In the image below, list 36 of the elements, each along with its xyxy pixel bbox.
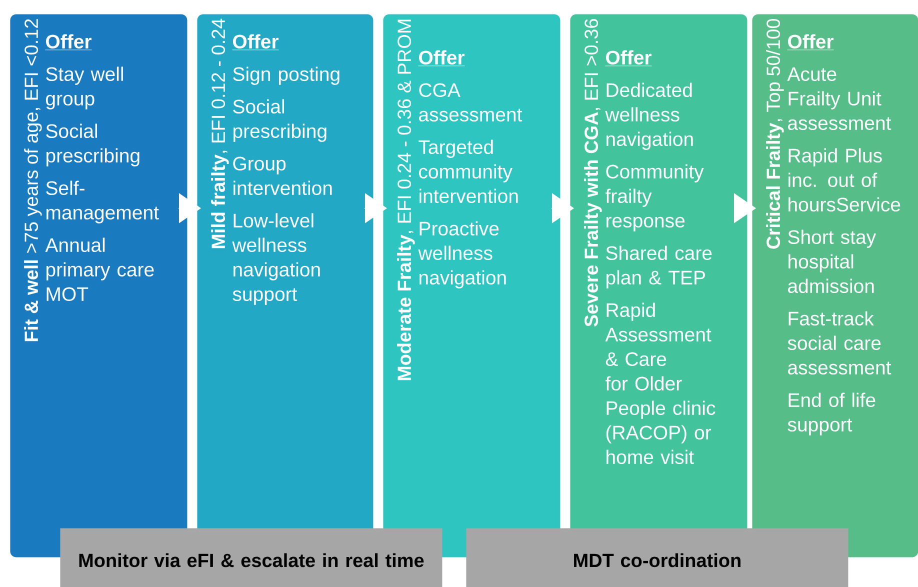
arrow	[551, 193, 574, 224]
arrow	[734, 193, 756, 224]
offer-item: Acute Frailty Unit assessment	[787, 67, 892, 130]
stage-title: Severe Frailty with CGA, EFI >0.36	[584, 19, 602, 327]
offer-heading: Offer	[418, 50, 465, 66]
offer-item: Targeted community intervention	[418, 140, 518, 204]
offer-item: Social prescribing	[233, 99, 326, 142]
offer-heading: Offer	[605, 50, 652, 66]
offer-item: Group intervention	[233, 156, 332, 196]
stage-title: Fit & well >75 years of age, EFI <0.12	[24, 19, 42, 342]
stage-title: Moderate Frailty, EFI 0.24 - 0.36 & PROM	[397, 20, 415, 380]
offer-heading: Offer	[232, 34, 279, 50]
offer-item: CGA assessment	[419, 83, 522, 122]
offer-item: Annual primary care MOT	[45, 238, 154, 302]
offer-item: Rapid Assessment & Care for Older People clinic (RACOP) or home visit	[605, 302, 716, 464]
offer-item: Shared care plan & TEP	[606, 246, 712, 288]
offer-heading: Offer	[787, 34, 834, 50]
note-box: Monitor via eFI & escalate in real time	[60, 528, 442, 587]
offer-item: Rapid Plus inc. out of hoursService	[788, 148, 900, 212]
note-box: MDT co-ordination	[466, 528, 848, 587]
offer-item: Social prescribing	[46, 124, 140, 166]
stage-title: Mild frailty, EFI 0.12 - 0.24	[211, 18, 229, 248]
offer-item: Fast-track social care assessment	[788, 311, 892, 374]
offer-item: Short stay hospital admission	[788, 230, 876, 294]
offer-heading: Offer	[45, 34, 92, 50]
offer-item: End of life support	[788, 392, 876, 436]
stage-title: Critical Frailty, Top 50/100	[766, 18, 784, 249]
offer-item: Stay well group	[46, 66, 123, 110]
offer-item: Proactive wellness navigation	[418, 221, 506, 288]
offer-item: Dedicated wellness navigation	[605, 82, 693, 150]
offer-item: Low-level wellness navigation support	[232, 213, 320, 305]
offer-item: Self-management	[46, 180, 159, 224]
offer-item: Sign posting	[233, 66, 340, 85]
offer-item: Community frailty response	[606, 164, 704, 232]
arrow	[178, 193, 201, 224]
arrow	[364, 193, 387, 224]
